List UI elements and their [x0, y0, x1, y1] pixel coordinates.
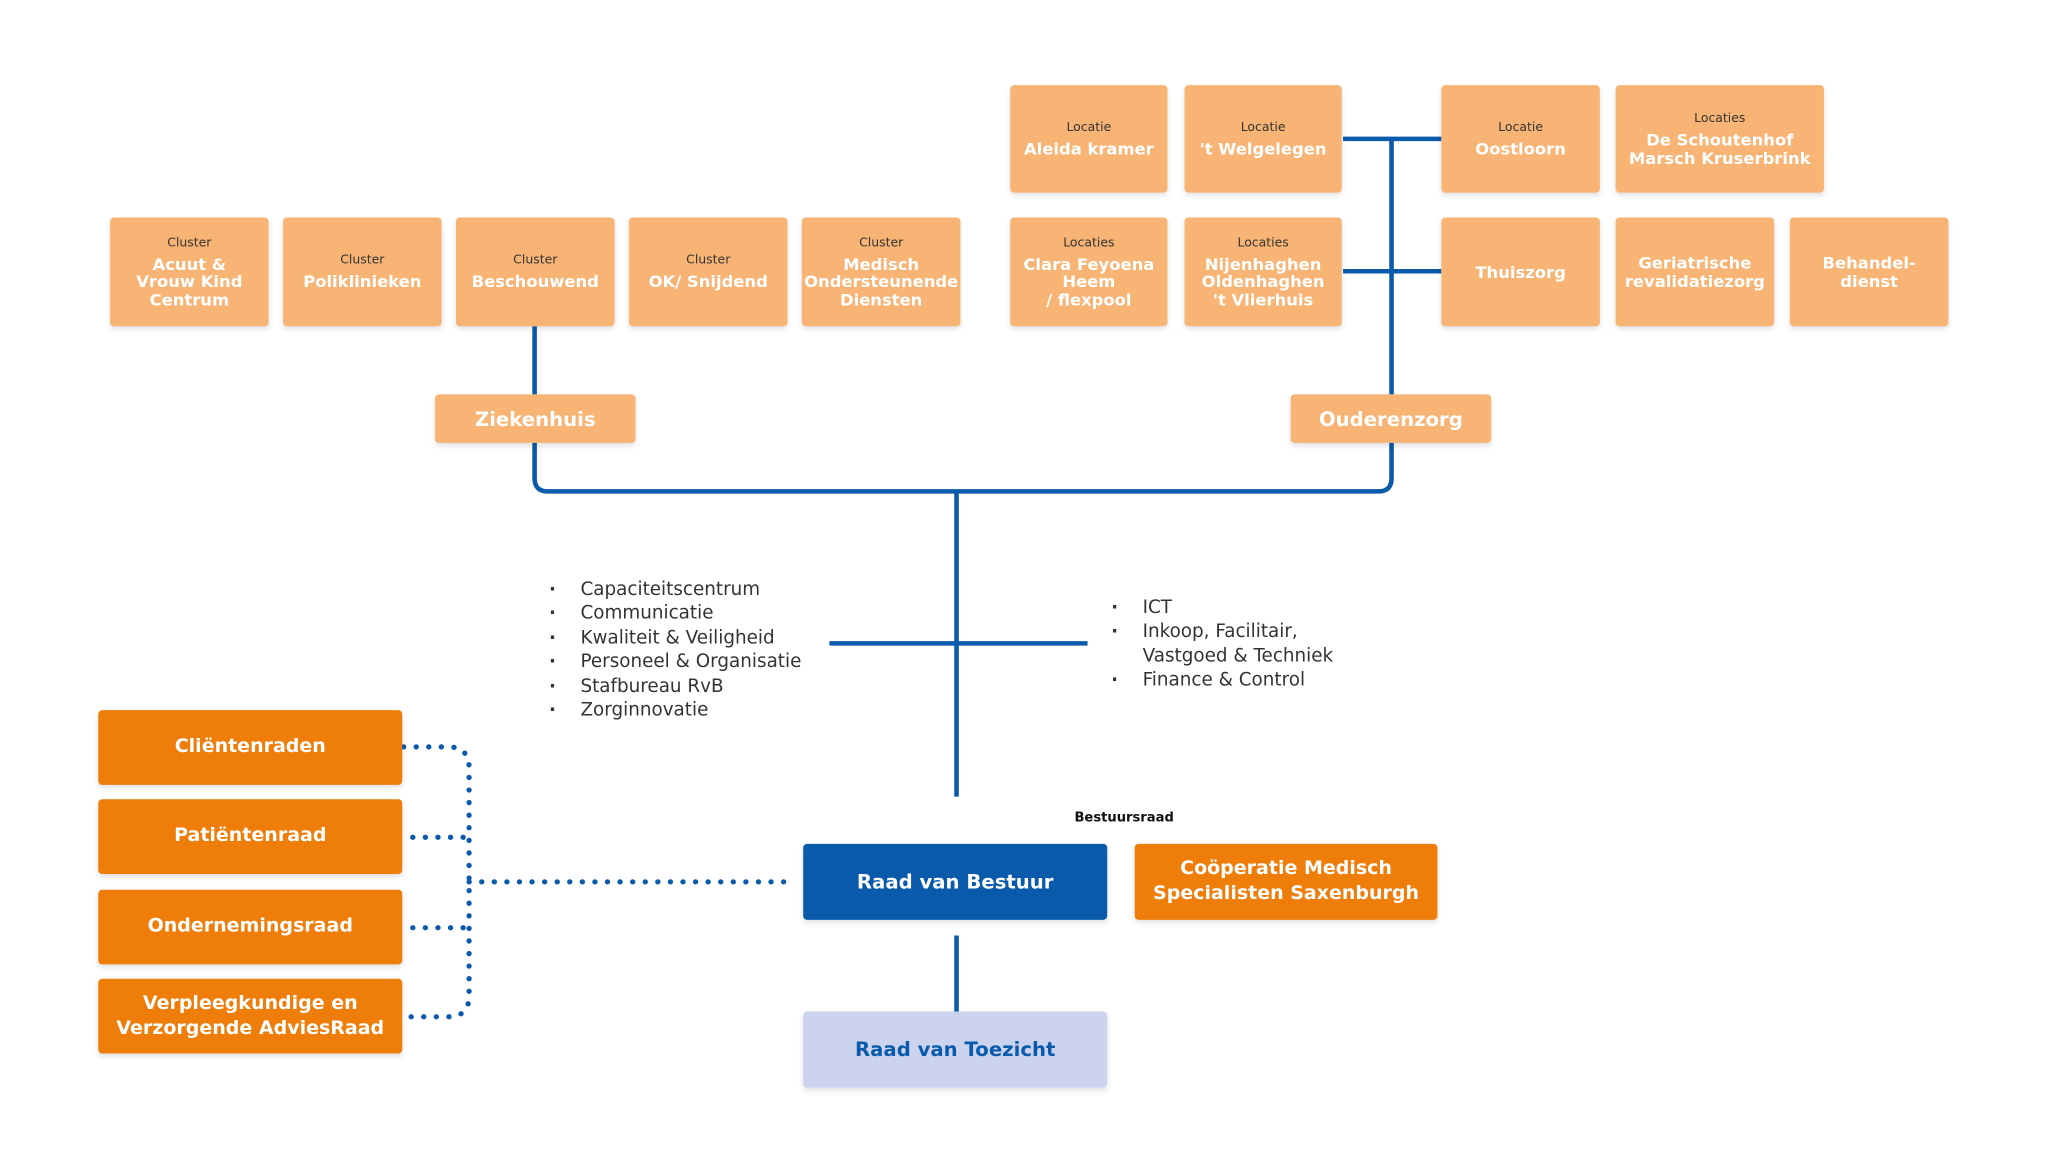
- location-name: Aleida kramer: [1023, 138, 1154, 159]
- cluster-box-beschouwend: Cluster Beschouwend: [455, 217, 615, 327]
- board-name: Raad van Bestuur: [856, 870, 1054, 894]
- location-label: Locatie: [1498, 120, 1544, 135]
- council-box-verpleegkundige-adviesraad: Verpleegkundige en Verzorgende AdviesRaa…: [98, 978, 403, 1054]
- staff-service-item: Stafbureau RvB: [549, 674, 801, 699]
- staff-services-left-list: Capaciteitscentrum Communicatie Kwalitei…: [549, 578, 801, 723]
- council-name: Cliëntenraden: [174, 736, 326, 758]
- council-name: Ondernemingsraad: [147, 915, 353, 937]
- location-box-nijenhaghen: Locaties Nijenhaghen Oldenhaghen 't Vlie…: [1184, 217, 1342, 327]
- location-label: Locatie: [1240, 120, 1286, 135]
- coop-name: Coöperatie Medisch Specialisten Saxenbur…: [1153, 858, 1420, 905]
- cluster-box-poliklinieken: Cluster Poliklinieken: [283, 217, 442, 327]
- staff-service-item: Kwaliteit & Veiligheid: [549, 626, 801, 651]
- location-name: 't Welgelegen: [1199, 138, 1327, 159]
- staff-service-item: ICT: [1111, 596, 1333, 621]
- coop-box-medisch-specialisten: Coöperatie Medisch Specialisten Saxenbur…: [1134, 843, 1438, 920]
- connector-divisions: [532, 442, 1394, 494]
- location-name: Oostloorn: [1475, 138, 1566, 159]
- location-name: Nijenhaghen Oldenhaghen 't Vlierhuis: [1201, 253, 1325, 309]
- council-box-patientenraad: Patiëntenraad: [98, 799, 403, 874]
- council-name: Verpleegkundige en Verzorgende AdviesRaa…: [116, 992, 385, 1039]
- unit-box-thuiszorg: Thuiszorg: [1441, 217, 1600, 327]
- staff-service-item: Communicatie: [549, 602, 801, 627]
- location-box-clara-feyoena: Locaties Clara Feyoena Heem / flexpool: [1010, 217, 1168, 327]
- location-box-welgelegen: Locatie 't Welgelegen: [1184, 85, 1342, 193]
- cluster-label: Cluster: [859, 235, 904, 250]
- division-name: Ziekenhuis: [474, 406, 596, 431]
- division-name: Ouderenzorg: [1318, 406, 1463, 431]
- council-name: Patiëntenraad: [174, 825, 327, 847]
- cluster-label: Cluster: [167, 235, 212, 250]
- cluster-name: OK/ Snijdend: [648, 271, 768, 292]
- cluster-name: Medisch Ondersteunende Diensten: [804, 253, 959, 309]
- cluster-label: Cluster: [686, 253, 731, 268]
- staff-service-item: Personeel & Organisatie: [549, 650, 801, 675]
- location-label: Locaties: [1694, 111, 1746, 126]
- location-box-oostloorn: Locatie Oostloorn: [1441, 85, 1600, 193]
- cluster-label: Cluster: [340, 253, 385, 268]
- staff-services-right-list: ICT Inkoop, Facilitair, Vastgoed & Techn…: [1111, 596, 1333, 694]
- council-box-ondernemingsraad: Ondernemingsraad: [98, 889, 403, 965]
- location-name: De Schoutenhof Marsch Kruserbrink: [1628, 129, 1811, 168]
- unit-name: Thuiszorg: [1475, 261, 1566, 282]
- board-caption: Bestuursraad: [1074, 811, 1174, 826]
- location-box-aleida-kramer: Locatie Aleida kramer: [1010, 85, 1168, 193]
- unit-box-geriatrische-revalidatiezorg: Geriatrische revalidatiezorg: [1615, 217, 1775, 327]
- staff-service-item: Inkoop, Facilitair, Vastgoed & Techniek: [1111, 620, 1333, 668]
- location-box-schoutenhof: Locaties De Schoutenhof Marsch Kruserbri…: [1615, 85, 1824, 193]
- board-box-raad-van-bestuur: Raad van Bestuur: [803, 843, 1108, 920]
- council-box-clientenraden: Cliëntenraden: [98, 710, 403, 785]
- staff-service-item: Capaciteitscentrum: [549, 578, 801, 603]
- cluster-name: Beschouwend: [471, 271, 599, 292]
- council-dotted-link-1: [400, 744, 472, 1020]
- location-label: Locaties: [1237, 235, 1289, 250]
- cluster-name: Poliklinieken: [303, 271, 422, 292]
- location-name: Clara Feyoena Heem / flexpool: [1023, 253, 1155, 309]
- division-box-ziekenhuis: Ziekenhuis: [435, 394, 636, 443]
- supervisory-name: Raad van Toezicht: [855, 1037, 1056, 1062]
- staff-service-item: Zorginnovatie: [549, 698, 801, 723]
- cluster-box-acuut: Cluster Acuut & Vrouw Kind Centrum: [110, 217, 269, 327]
- unit-name: Geriatrische revalidatiezorg: [1624, 252, 1765, 291]
- supervisory-box-raad-van-toezicht: Raad van Toezicht: [803, 1011, 1108, 1088]
- cluster-label: Cluster: [513, 253, 558, 268]
- division-box-ouderenzorg: Ouderenzorg: [1290, 394, 1492, 443]
- location-label: Locaties: [1063, 235, 1115, 250]
- cluster-name: Acuut & Vrouw Kind Centrum: [136, 253, 243, 309]
- unit-name: Behandel- dienst: [1822, 252, 1916, 291]
- cluster-box-medisch-ondersteunende: Cluster Medisch Ondersteunende Diensten: [801, 217, 961, 327]
- staff-service-item: Finance & Control: [1111, 669, 1333, 694]
- unit-box-behandeldienst: Behandel- dienst: [1789, 217, 1949, 327]
- cluster-box-ok-snijdend: Cluster OK/ Snijdend: [628, 217, 788, 327]
- location-label: Locatie: [1066, 120, 1112, 135]
